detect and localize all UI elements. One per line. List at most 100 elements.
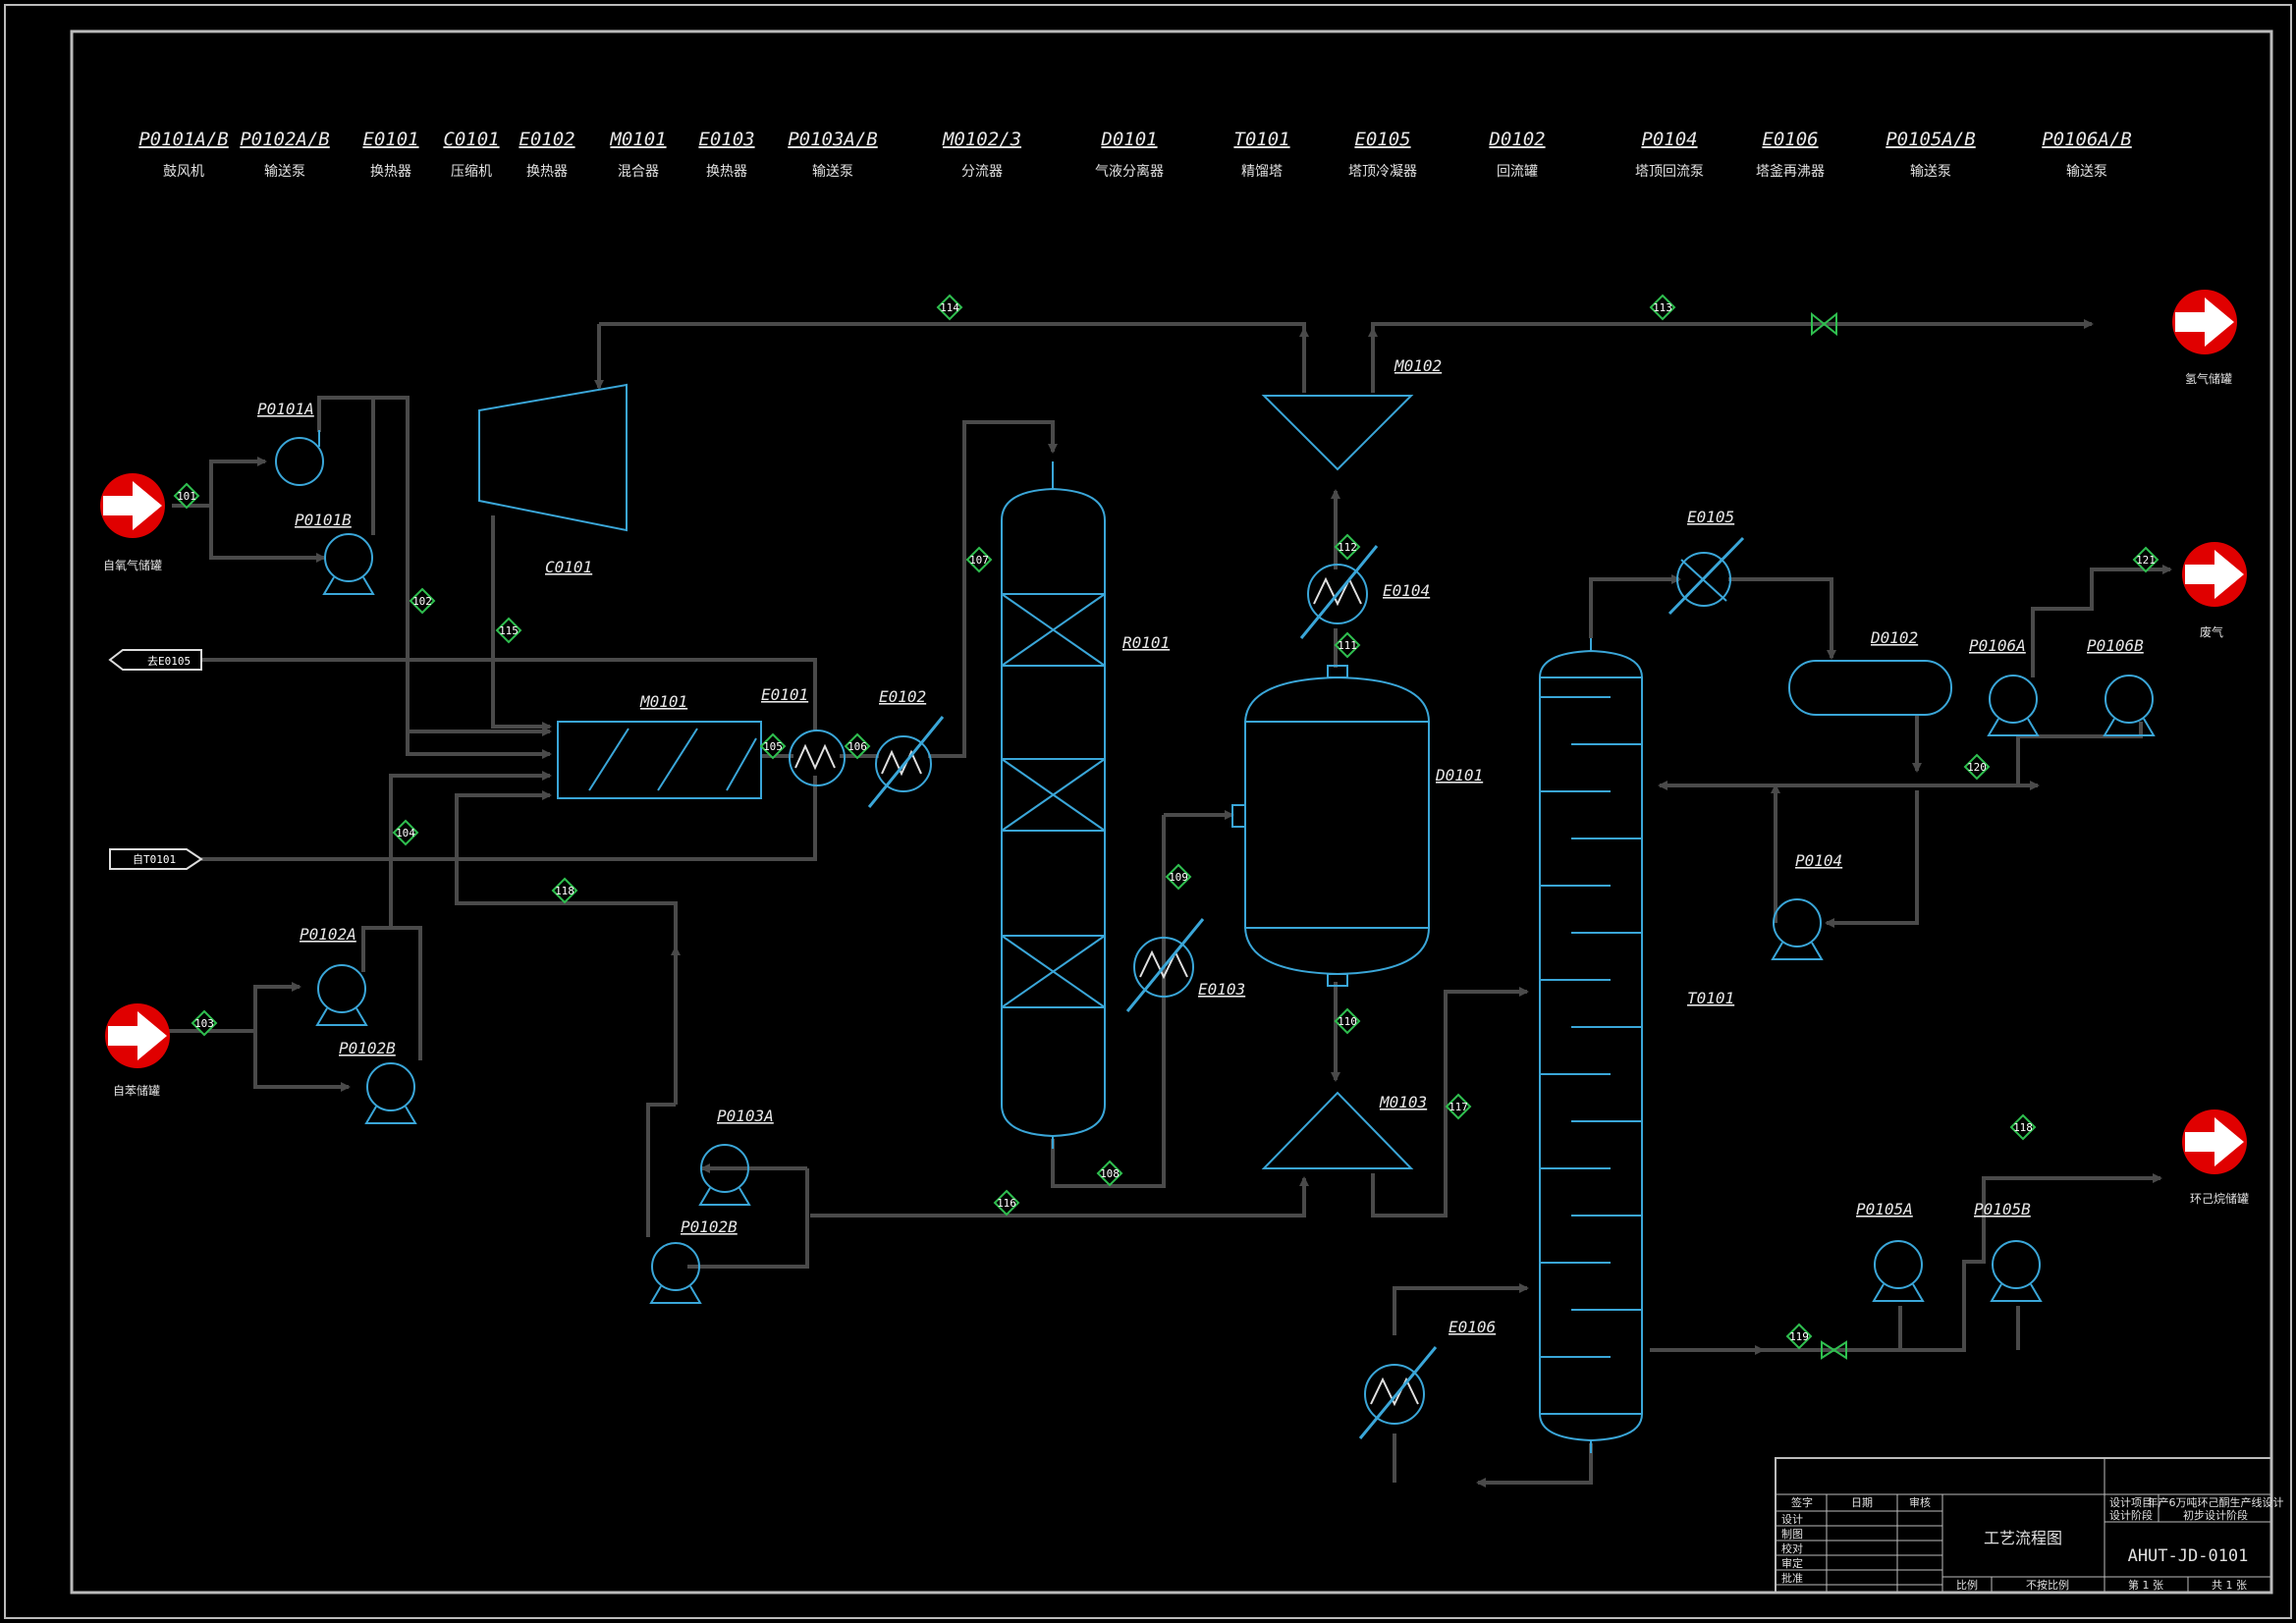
stream-number: 119: [1789, 1330, 1809, 1343]
exchanger-e0103: E0103: [1125, 918, 1245, 1012]
legend-tag: E0103: [698, 129, 754, 150]
legend-name: 塔顶冷凝器: [1348, 164, 1417, 180]
splitter-m0102: M0102: [1261, 356, 1442, 471]
svg-text:P0103A: P0103A: [717, 1107, 774, 1125]
offgas-sink: 氢气储罐: [2172, 290, 2237, 386]
stream-number: 103: [194, 1017, 214, 1030]
legend-tag: E0101: [362, 129, 418, 150]
stream-number: 102: [412, 595, 432, 608]
legend-name: 压缩机: [451, 164, 492, 180]
stream-number: 111: [1338, 639, 1357, 652]
svg-text:氢气储罐: 氢气储罐: [2185, 371, 2232, 386]
stream-marker: 118: [551, 877, 578, 904]
stream-number: 113: [1653, 301, 1672, 314]
stream-marker: 105: [759, 732, 787, 760]
stream-marker: 108: [1096, 1160, 1123, 1187]
stream-number: 101: [177, 490, 196, 503]
legend-name: 混合器: [618, 164, 659, 180]
waste-sink: 废气: [2182, 542, 2247, 639]
stream-marker: 103: [191, 1009, 218, 1037]
stream-number: 118: [2013, 1121, 2033, 1134]
stream-marker: 116: [993, 1189, 1020, 1217]
exchanger-e0104: E0104: [1299, 545, 1430, 639]
svg-text:E0103: E0103: [1198, 980, 1245, 999]
exchanger-e0102: E0102: [867, 687, 945, 808]
stream-number: 114: [940, 301, 959, 314]
svg-text:M0101: M0101: [639, 692, 687, 711]
svg-text:工艺流程图: 工艺流程图: [1984, 1529, 2062, 1547]
legend-tag: M0101: [609, 129, 666, 150]
svg-text:P0102B: P0102B: [339, 1039, 396, 1057]
svg-text:E0106: E0106: [1449, 1318, 1496, 1336]
valve-113: [1811, 311, 1837, 337]
svg-text:P0106A: P0106A: [1969, 636, 2026, 655]
mixer-m0101: M0101: [557, 692, 762, 799]
svg-text:日期: 日期: [1851, 1496, 1873, 1509]
svg-text:P0106B: P0106B: [2087, 636, 2144, 655]
compressor-c0101: C0101: [478, 383, 628, 576]
valve-119: [1821, 1340, 1847, 1360]
legend-tag: T0101: [1233, 129, 1289, 150]
exchanger-e0105: E0105: [1667, 508, 1745, 616]
stream-marker: 114: [936, 294, 963, 321]
stream-number: 121: [2136, 554, 2156, 567]
exchanger-e0101: E0101: [761, 685, 846, 786]
stream-number: 110: [1338, 1015, 1357, 1028]
outer-frame: [4, 4, 2292, 1619]
legend-name: 换热器: [706, 163, 747, 180]
svg-text:比例: 比例: [1956, 1578, 1978, 1592]
svg-text:设计项目: 设计项目: [2109, 1496, 2153, 1509]
svg-text:签字: 签字: [1791, 1495, 1813, 1509]
legend-name: 输送泵: [2066, 164, 2107, 180]
stream-number: 104: [396, 827, 415, 839]
title-row-label: 批准: [1781, 1571, 1803, 1585]
stream-number: 115: [499, 624, 519, 637]
legend-tag: P0104: [1641, 129, 1697, 150]
title-row-label: 制图: [1781, 1528, 1803, 1541]
legend-tag: D0102: [1488, 129, 1545, 150]
pipelines: [169, 319, 2172, 1488]
stream-number: 107: [969, 554, 989, 567]
stream-number: 118: [555, 885, 574, 897]
svg-text:AHUT-JD-0101: AHUT-JD-0101: [2128, 1546, 2249, 1566]
reflux-drum-d0102: D0102: [1788, 628, 1952, 716]
svg-text:自T0101: 自T0101: [133, 853, 176, 866]
legend-name: 分流器: [961, 164, 1003, 180]
stream-marker: 106: [844, 732, 871, 760]
svg-text:C0101: C0101: [545, 558, 592, 576]
stream-marker: 107: [965, 546, 993, 573]
stream-number: 108: [1100, 1167, 1120, 1180]
legend-name: 换热器: [370, 163, 411, 180]
title-row-label: 审定: [1781, 1556, 1803, 1570]
svg-text:M0103: M0103: [1379, 1093, 1427, 1111]
svg-text:D0101: D0101: [1435, 766, 1483, 784]
pump-p0102a: P0102A: [300, 925, 368, 1026]
svg-text:共 1 张: 共 1 张: [2212, 1579, 2247, 1592]
legend-tag: P0105A/B: [1886, 129, 1976, 150]
legend-name: 塔顶回流泵: [1635, 164, 1704, 180]
svg-text:E0101: E0101: [761, 685, 808, 704]
legend-name: 输送泵: [264, 164, 305, 180]
svg-text:年产6万吨环己酮生产线设计: 年产6万吨环己酮生产线设计: [2148, 1495, 2284, 1509]
separator-d0101: D0101: [1231, 665, 1483, 987]
svg-text:T0101: T0101: [1687, 989, 1734, 1007]
title-row-label: 校对: [1781, 1542, 1803, 1555]
legend-tag: E0105: [1354, 129, 1410, 150]
stream-marker: 102: [409, 587, 436, 615]
svg-text:第 1 张: 第 1 张: [2128, 1578, 2163, 1592]
legend-name: 鼓风机: [163, 164, 204, 180]
svg-text:E0105: E0105: [1687, 508, 1734, 526]
legend-tag: D0101: [1100, 129, 1157, 150]
svg-text:P0102A: P0102A: [300, 925, 356, 944]
exchanger-e0106: E0106: [1358, 1318, 1496, 1439]
svg-text:E0102: E0102: [879, 687, 926, 706]
legend-tag: E0106: [1762, 129, 1818, 150]
utility-tag-bottom: 自T0101: [109, 848, 203, 870]
svg-text:设计阶段: 设计阶段: [2109, 1508, 2153, 1522]
pump-p0106a: P0106A: [1969, 636, 2040, 736]
stream-marker: 101: [173, 482, 200, 510]
svg-text:自苯储罐: 自苯储罐: [113, 1083, 160, 1098]
pump-p0103b: P0102B: [649, 1217, 738, 1304]
stream-marker: 110: [1334, 1007, 1361, 1035]
